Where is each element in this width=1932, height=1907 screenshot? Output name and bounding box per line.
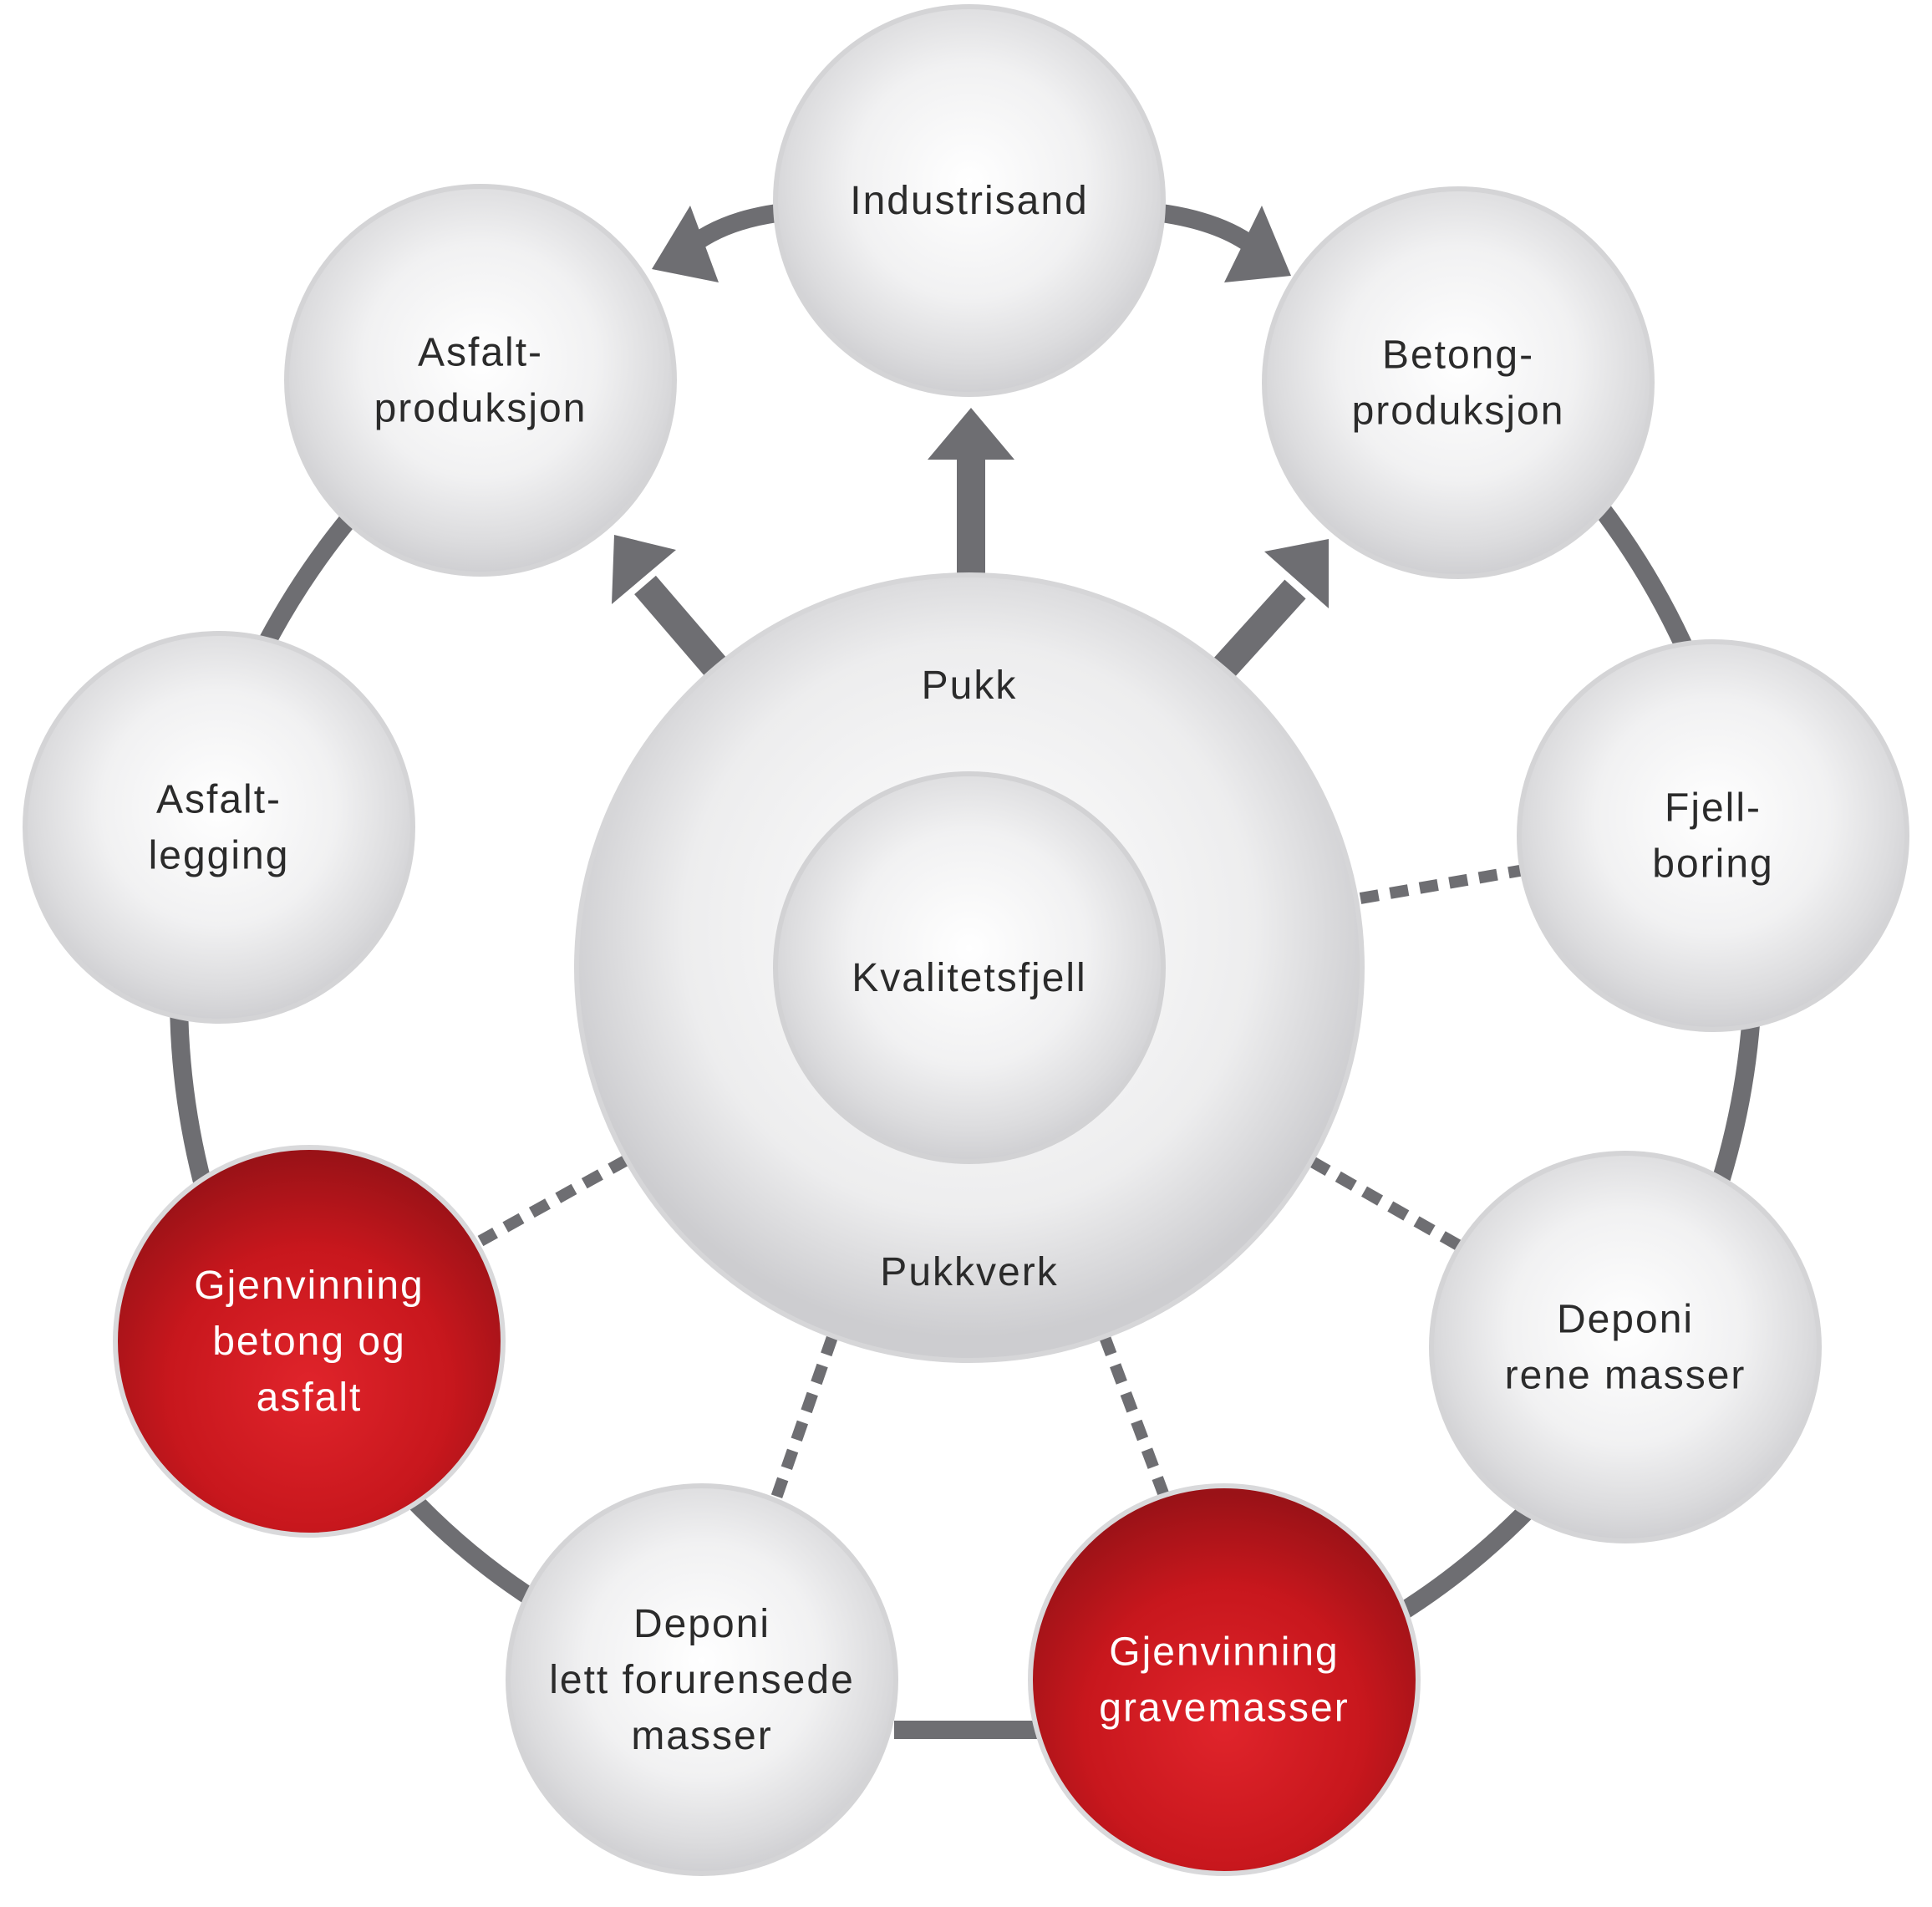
dotted-connector bbox=[770, 1335, 838, 1503]
node-deponi-rene-masser: Deponi rene masser bbox=[1429, 1151, 1822, 1543]
node-circle bbox=[1429, 1151, 1822, 1543]
node-circle bbox=[506, 1483, 898, 1876]
node-circle bbox=[284, 184, 677, 577]
node-label-line: produksjon bbox=[374, 387, 587, 431]
node-circle bbox=[1028, 1483, 1421, 1876]
kvalitetsfjell-circle bbox=[773, 771, 1166, 1164]
node-gjenvinning-betong-asfalt: Gjenvinning betong og asfalt bbox=[113, 1145, 506, 1538]
node-label-line: Asfalt- bbox=[156, 778, 282, 822]
dotted-connector bbox=[1099, 1335, 1172, 1503]
arrowhead-upright-icon bbox=[1264, 539, 1329, 608]
node-fjellboring: Fjell-boring bbox=[1517, 639, 1909, 1032]
arrow-shaft bbox=[1213, 579, 1306, 679]
dotted-connector bbox=[1309, 1156, 1462, 1251]
node-circle bbox=[23, 631, 415, 1024]
node-circle bbox=[773, 4, 1166, 397]
node-label-line: Gjenvinning bbox=[1109, 1630, 1340, 1675]
arrow-shaft bbox=[634, 575, 728, 679]
node-label-line: legging bbox=[149, 834, 290, 878]
node-asfaltproduksjon: Asfalt-produksjon bbox=[284, 184, 677, 577]
node-asfaltlegging: Asfalt-legging bbox=[23, 631, 415, 1024]
node-circle bbox=[1517, 639, 1909, 1032]
node-label-line: Betong- bbox=[1382, 333, 1534, 378]
top-arrows bbox=[652, 206, 1291, 282]
dotted-connector bbox=[1359, 863, 1531, 904]
node-label-line: Industrisand bbox=[850, 179, 1089, 223]
node-label-line: Asfalt- bbox=[418, 331, 543, 375]
kvalitetsfjell-label: Kvalitetsfjell bbox=[852, 956, 1086, 1000]
dotted-connector bbox=[477, 1154, 630, 1247]
node-label-line: produksjon bbox=[1352, 389, 1565, 434]
node-label-line: asfalt bbox=[257, 1376, 363, 1420]
node-label-line: gravemasser bbox=[1099, 1686, 1349, 1731]
node-deponi-lett-forurensede: Deponi lett forurensede masser bbox=[506, 1483, 898, 1876]
node-label-line: boring bbox=[1652, 842, 1773, 887]
node-label-line: betong og bbox=[212, 1320, 406, 1364]
pukkverk-label: Pukkverk bbox=[880, 1250, 1058, 1294]
ring-arc-top-right bbox=[1160, 204, 1259, 254]
node-label-line: lett forurensede bbox=[549, 1658, 855, 1702]
center-arrows bbox=[612, 408, 1329, 679]
node-circle bbox=[113, 1145, 506, 1538]
node-label-line: Deponi bbox=[633, 1602, 770, 1646]
node-gjenvinning-gravemasser: Gjenvinning gravemasser bbox=[1028, 1483, 1421, 1876]
node-label-line: masser bbox=[631, 1714, 772, 1758]
node-circle bbox=[1262, 186, 1655, 579]
ring-arc bbox=[1389, 1502, 1536, 1625]
arrowhead-right-icon bbox=[1224, 206, 1291, 282]
node-label-line: rene masser bbox=[1505, 1354, 1746, 1398]
node-betongproduksjon: Betong-produksjon bbox=[1262, 186, 1655, 579]
node-label-line: Gjenvinning bbox=[194, 1264, 425, 1308]
center-hub: Pukk Kvalitetsfjell Pukkverk bbox=[574, 572, 1365, 1363]
arrowhead-up-icon bbox=[928, 408, 1014, 460]
node-label-line: Deponi bbox=[1557, 1298, 1694, 1342]
arrowhead-left-icon bbox=[652, 206, 719, 282]
node-label-line: Fjell- bbox=[1665, 786, 1762, 831]
pukk-label: Pukk bbox=[922, 664, 1018, 708]
node-industrisand: Industrisand bbox=[773, 4, 1166, 397]
outer-nodes: IndustrisandBetong-produksjonFjell-borin… bbox=[23, 4, 1909, 1876]
arrowhead-upleft-icon bbox=[612, 535, 676, 604]
